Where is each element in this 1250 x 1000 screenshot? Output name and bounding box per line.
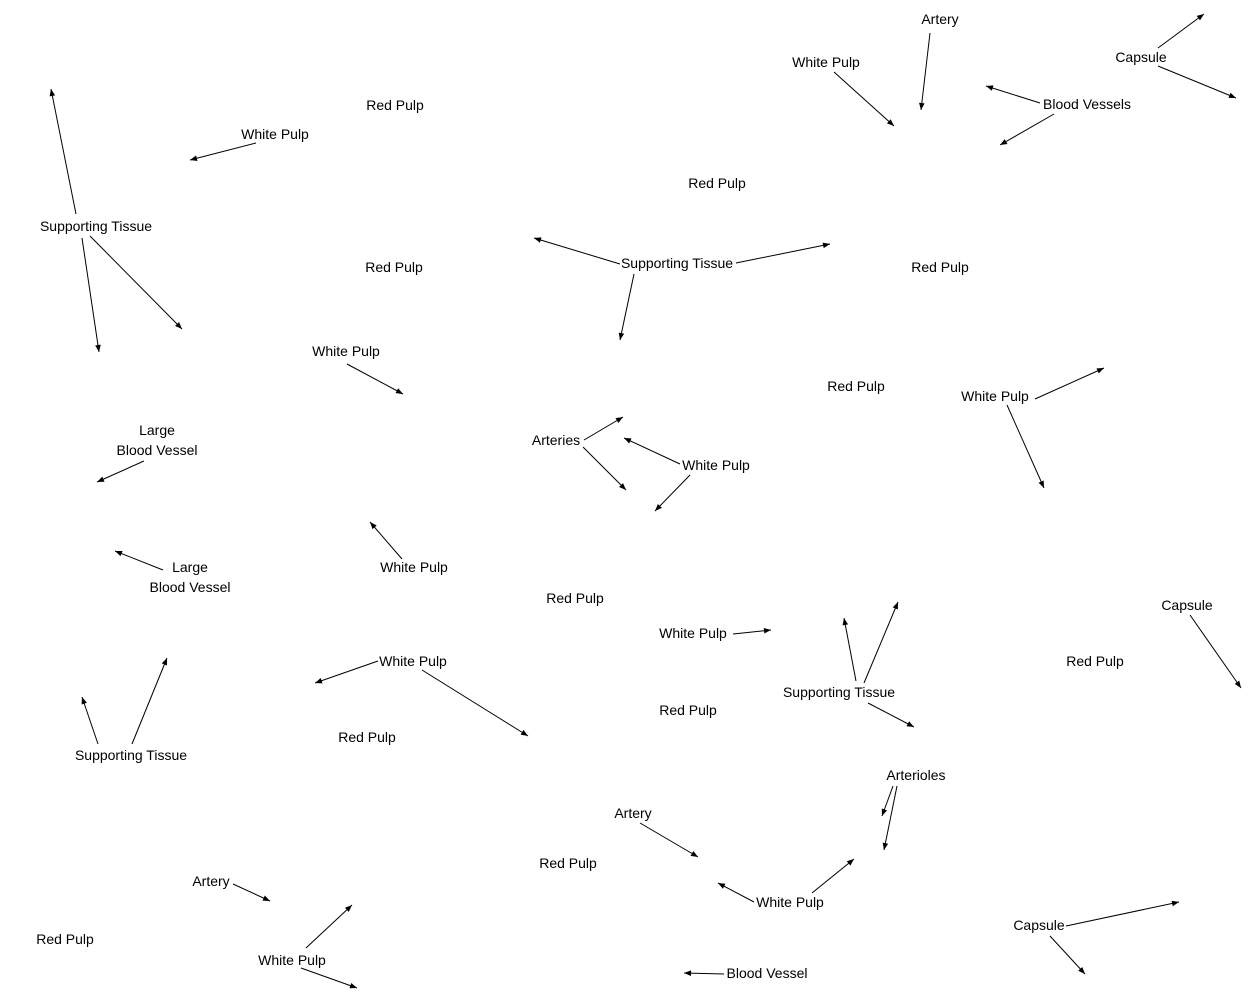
label-white-pulp-3: White Pulp [312, 343, 380, 359]
label-capsule-bottom: Capsule [1013, 917, 1065, 933]
label-white-pulp-center: White Pulp [682, 457, 750, 473]
arrow-capsule-top-2 [1157, 65, 1237, 99]
arrow-supporting-tissue-left-2 [81, 237, 101, 353]
arrow-supporting-tissue-left-1 [49, 88, 77, 215]
label-arterioles: Arterioles [886, 767, 945, 783]
arrow-white-pulp-7-1 [717, 882, 755, 903]
arrow-arteries-2 [582, 446, 627, 491]
arrow-white-pulp-4 [369, 521, 403, 560]
arrow-supporting-tissue-right-1 [842, 617, 857, 682]
label-red-pulp-4: Red Pulp [911, 259, 969, 275]
arrow-capsule-bottom-1 [1065, 900, 1180, 927]
arrow-capsule-top-1 [1157, 13, 1205, 49]
arrow-supporting-tissue-center-1 [533, 237, 621, 265]
arrow-supporting-tissue-bottom-left-1 [81, 696, 99, 745]
arrow-white-pulp-3 [346, 363, 404, 395]
label-red-pulp-11: Red Pulp [36, 931, 94, 947]
label-blood-vessels-top: Blood Vessels [1043, 96, 1131, 112]
label-red-pulp-5: Red Pulp [827, 378, 885, 394]
label-white-pulp-7: White Pulp [756, 894, 824, 910]
label-group: Artery White Pulp Capsule Blood Vessels … [36, 11, 1213, 981]
label-supporting-tissue-bottom-left: Supporting Tissue [75, 747, 187, 763]
arrow-supporting-tissue-right-3 [867, 702, 915, 728]
arrow-white-pulp-center-1 [623, 437, 681, 465]
label-supporting-tissue-right: Supporting Tissue [783, 684, 895, 700]
arrow-white-pulp-8-1 [305, 904, 353, 949]
label-red-pulp-1: Red Pulp [366, 97, 424, 113]
arrow-blood-vessel-bottom [683, 970, 725, 976]
label-white-pulp-2: White Pulp [241, 126, 309, 142]
arrow-large-blood-vessel-1 [96, 460, 145, 483]
arrow-white-pulp-center-2 [654, 474, 691, 512]
arrow-blood-vessels-1 [985, 85, 1041, 104]
arrow-white-pulp-7-2 [811, 858, 855, 894]
label-capsule-right: Capsule [1161, 597, 1213, 613]
arrow-supporting-tissue-center-3 [618, 273, 635, 341]
label-blood-vessel-bottom: Blood Vessel [727, 965, 808, 981]
label-supporting-tissue-center: Supporting Tissue [621, 255, 733, 271]
label-white-pulp-top: White Pulp [792, 54, 860, 70]
arrow-white-pulp-6-1 [314, 660, 379, 684]
arrow-white-pulp-right-1 [1034, 367, 1105, 400]
arrow-arteries-1 [583, 416, 624, 441]
arrow-group [49, 13, 1242, 989]
arrow-white-pulp-5 [732, 627, 772, 635]
label-artery-bottom-left: Artery [192, 873, 229, 889]
label-white-pulp-4: White Pulp [380, 559, 448, 575]
label-white-pulp-5: White Pulp [659, 625, 727, 641]
label-artery-top: Artery [921, 11, 958, 27]
arrow-artery-top [919, 32, 931, 111]
arrow-supporting-tissue-bottom-left-2 [131, 657, 168, 745]
label-red-pulp-6: Red Pulp [546, 590, 604, 606]
arrow-supporting-tissue-right-2 [863, 601, 899, 684]
arrow-supporting-tissue-left-3 [89, 235, 183, 330]
label-red-pulp-9: Red Pulp [338, 729, 396, 745]
label-red-pulp-7: Red Pulp [1066, 653, 1124, 669]
label-supporting-tissue-left: Supporting Tissue [40, 218, 152, 234]
label-red-pulp-8: Red Pulp [659, 702, 717, 718]
label-white-pulp-8: White Pulp [258, 952, 326, 968]
label-red-pulp-2: Red Pulp [688, 175, 746, 191]
arrow-artery-bottom-left [232, 883, 271, 902]
label-white-pulp-right: White Pulp [961, 388, 1029, 404]
label-red-pulp-3: Red Pulp [365, 259, 423, 275]
arrow-arterioles-1 [881, 785, 894, 817]
arrow-white-pulp-8-2 [300, 967, 358, 989]
label-red-pulp-10: Red Pulp [539, 855, 597, 871]
arrow-large-blood-vessel-2 [114, 550, 164, 571]
label-white-pulp-6: White Pulp [379, 653, 447, 669]
arrow-arterioles-2 [882, 785, 898, 851]
label-capsule-top: Capsule [1115, 49, 1167, 65]
arrow-supporting-tissue-center-2 [735, 242, 831, 264]
arrow-artery-bottom-center [639, 822, 699, 858]
label-arteries: Arteries [532, 432, 580, 448]
arrow-white-pulp-right-2 [1006, 404, 1045, 489]
arrow-white-pulp-top [833, 71, 895, 127]
arrow-white-pulp-6-2 [421, 669, 529, 737]
arrow-white-pulp-2 [189, 142, 257, 161]
arrow-capsule-right [1189, 614, 1242, 689]
arrow-capsule-bottom-2 [1049, 935, 1086, 975]
label-artery-bottom-center: Artery [614, 805, 651, 821]
arrow-blood-vessels-2 [999, 113, 1055, 146]
